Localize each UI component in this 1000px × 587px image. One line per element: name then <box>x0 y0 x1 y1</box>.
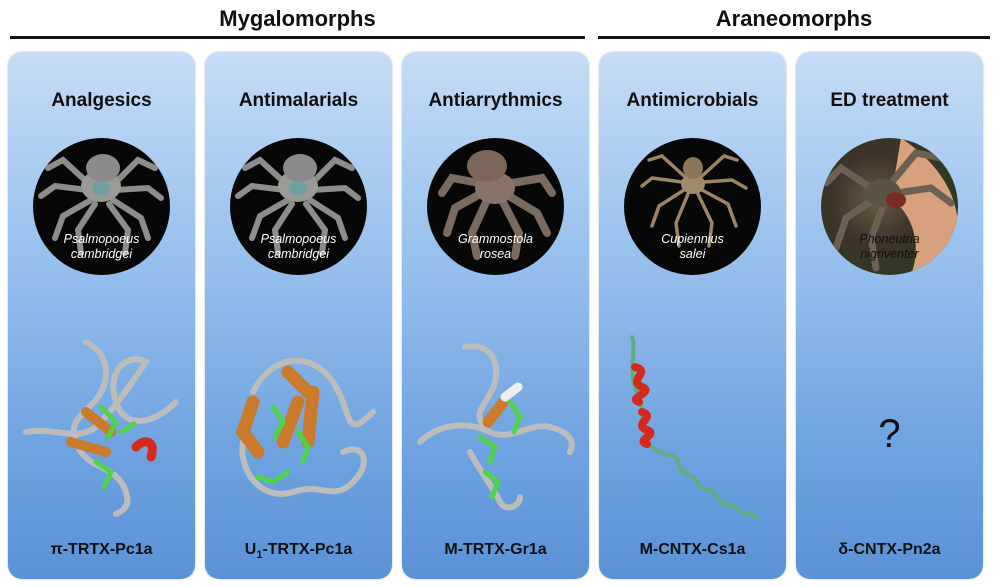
species-genus: Psalmopoeus <box>63 232 140 246</box>
species-label: Grammostola rosea <box>427 232 564 262</box>
unknown-structure-question-mark: ? <box>878 412 901 456</box>
species-label: Cupiennius salei <box>624 232 761 262</box>
spider-photo-psalmopoeus: Psalmopoeus cambridgei <box>33 138 170 275</box>
spider-icon <box>38 154 164 256</box>
spider-icon <box>438 150 556 260</box>
group-title-araneomorphs: Araneomorphs <box>715 6 873 31</box>
panel-title: Antimicrobials <box>626 90 759 111</box>
toxin-suffix: -TRTX-Pc1a <box>262 541 353 558</box>
panel-antimalarials: Antimalarials Psalmopoeus cambridgei <box>205 52 392 579</box>
panel-ed-treatment: ED treatment Phoneutria nigriventer ? δ-… <box>796 52 983 579</box>
species-genus: Psalmopoeus <box>260 232 337 246</box>
spider-icon <box>235 154 361 256</box>
toxin-structure-u1-pc1a <box>235 357 376 497</box>
toxin-name: U1-TRTX-Pc1a <box>205 541 392 561</box>
spider-icon <box>822 138 958 275</box>
toxin-name: M-CNTX-Cs1a <box>639 541 746 558</box>
species-epithet: cambridgei <box>70 247 133 261</box>
species-genus: Grammostola <box>457 232 534 246</box>
panel-title: Antimalarials <box>238 90 359 111</box>
species-label: Psalmopoeus cambridgei <box>230 232 367 262</box>
toxin-structure-pc1a <box>23 339 179 517</box>
panel-title: Analgesics <box>51 90 152 111</box>
spider-photo-psalmopoeus: Psalmopoeus cambridgei <box>230 138 367 275</box>
toxin-name: δ-CNTX-Pn2a <box>838 541 941 558</box>
species-epithet: salei <box>679 247 706 261</box>
spider-photo-grammostola: Grammostola rosea <box>427 138 564 275</box>
toxin-subscript: 1 <box>256 549 263 562</box>
species-epithet: rosea <box>479 247 512 261</box>
group-title-mygalomorphs: Mygalomorphs <box>219 6 376 31</box>
species-label: Psalmopoeus cambridgei <box>33 232 170 262</box>
toxin-name: M-TRTX-Gr1a <box>444 541 547 558</box>
toxin-name: π-TRTX-Pc1a <box>50 541 153 558</box>
panel-title: ED treatment <box>830 90 949 111</box>
species-epithet: cambridgei <box>267 247 330 261</box>
panel-antimicrobials: Antimicrobials Cupiennius salei M-CNTX-C… <box>599 52 786 579</box>
species-label: Phoneutria nigriventer <box>821 232 958 262</box>
group-divider-araneomorphs <box>598 36 990 39</box>
panel-antiarrythmics: Antiarrythmics Grammostola rosea <box>402 52 589 579</box>
spider-icon <box>640 154 748 248</box>
toxin-structure-cs1a <box>630 335 759 520</box>
panel-analgesics: Analgesics Psalmopoeus cambridgei <box>8 52 195 579</box>
toxin-prefix: U <box>244 541 257 558</box>
species-genus: Cupiennius <box>661 232 724 246</box>
panel-title: Antiarrythmics <box>428 90 563 111</box>
group-divider-mygalomorphs <box>10 36 585 39</box>
spider-photo-cupiennius: Cupiennius salei <box>624 138 761 275</box>
toxin-structure-gr1a <box>417 343 575 511</box>
species-epithet: nigriventer <box>860 247 919 261</box>
spider-photo-phoneutria: Phoneutria nigriventer <box>821 138 958 275</box>
species-genus: Phoneutria <box>859 232 920 246</box>
